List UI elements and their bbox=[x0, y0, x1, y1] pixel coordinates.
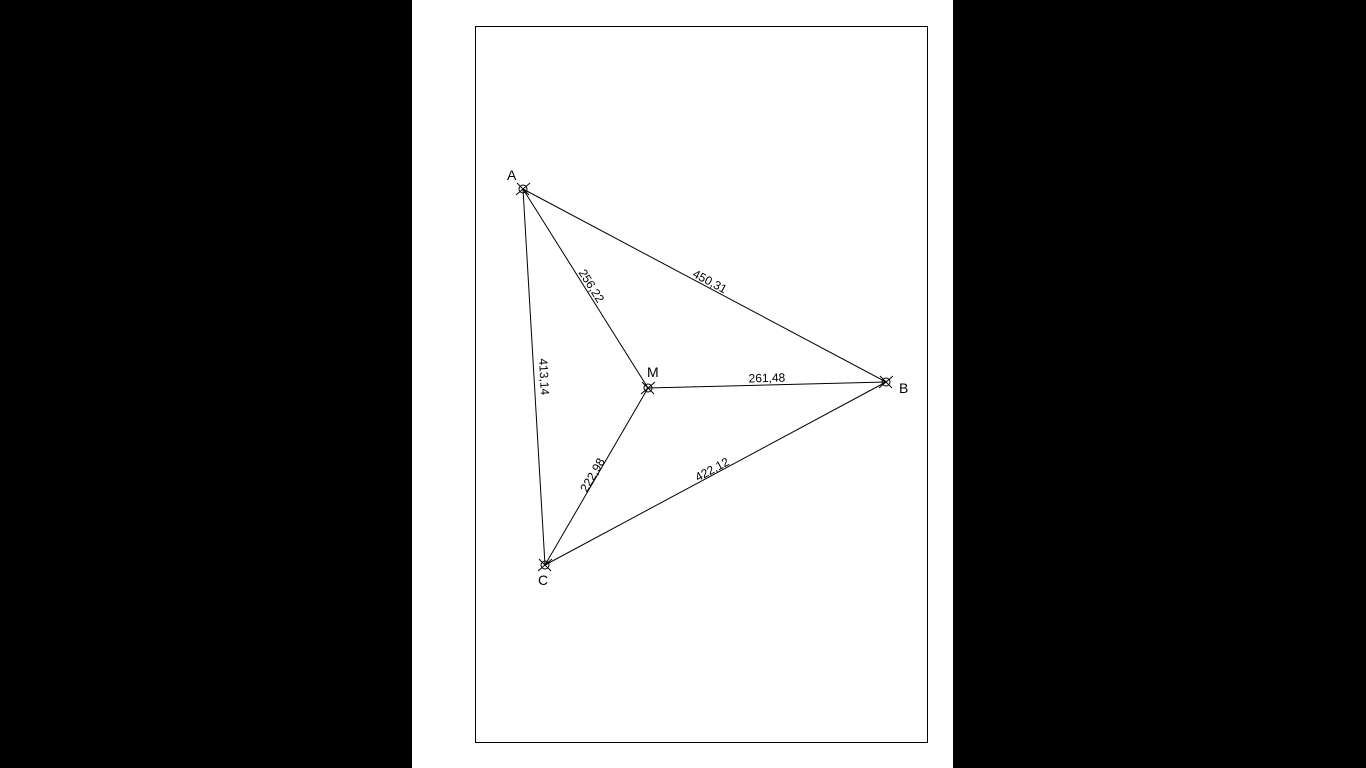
point-c-label: C bbox=[538, 572, 548, 588]
drawing-sheet: 450,31 413,14 422,12 256,22 261,48 222,9… bbox=[412, 0, 953, 768]
edge-m-b-length: 261,48 bbox=[748, 371, 785, 386]
edge-m-b bbox=[647, 381, 887, 389]
point-m-label: M bbox=[647, 364, 659, 380]
edge-m-c-length: 222,98 bbox=[577, 455, 608, 494]
point-c-marker bbox=[537, 558, 553, 572]
point-b-label: B bbox=[899, 380, 908, 396]
point-a-label: A bbox=[507, 167, 517, 183]
edge-b-c bbox=[544, 381, 887, 566]
edge-b-c-length: 422,12 bbox=[693, 454, 732, 484]
edge-a-b bbox=[522, 188, 887, 383]
edge-a-m-length: 256,22 bbox=[576, 267, 608, 306]
point-a-marker bbox=[515, 182, 531, 196]
edge-a-b-length: 450,31 bbox=[690, 267, 729, 297]
edge-m-c bbox=[544, 387, 649, 566]
drawing-frame bbox=[475, 26, 928, 743]
point-m-marker bbox=[640, 381, 656, 395]
edge-a-m bbox=[522, 188, 649, 389]
point-b-marker bbox=[878, 375, 894, 389]
survey-diagram: 450,31 413,14 422,12 256,22 261,48 222,9… bbox=[475, 26, 928, 743]
edge-a-c bbox=[522, 188, 546, 566]
edge-a-c-length: 413,14 bbox=[536, 358, 552, 396]
